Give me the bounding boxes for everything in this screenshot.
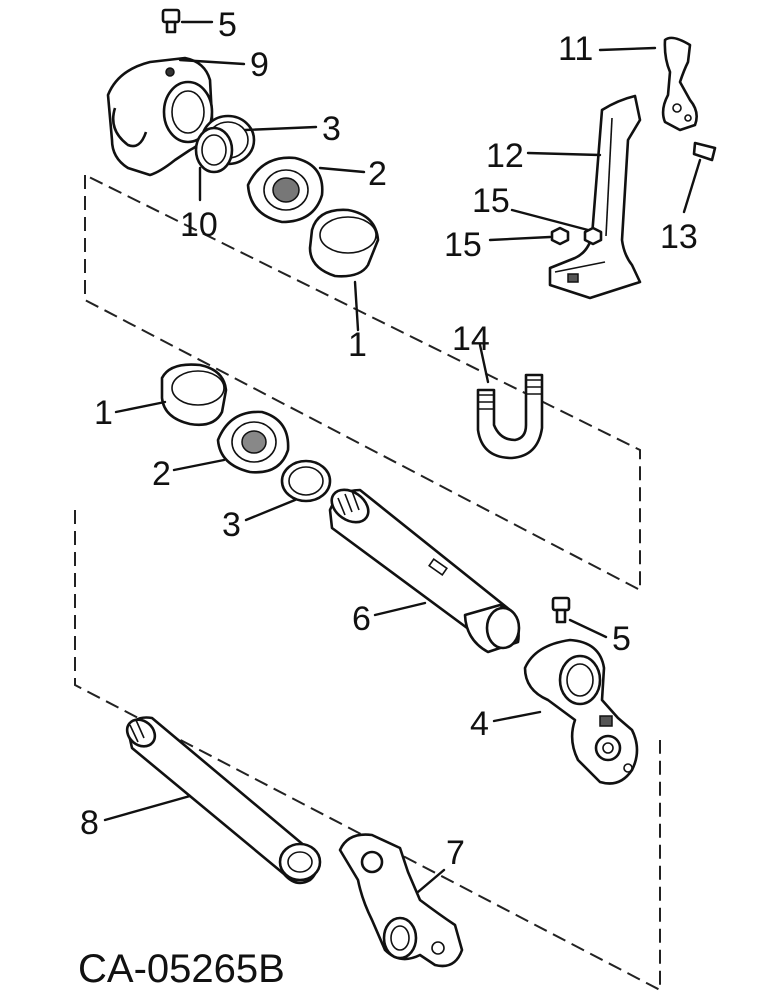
callout-3-upper: 3 [322,110,341,148]
callout-4: 4 [470,705,489,743]
part-6-shaft [328,488,521,654]
callout-12: 12 [486,137,524,175]
callout-15-lower: 15 [444,226,482,264]
callout-10: 10 [180,206,218,244]
callout-labels: 5 9 3 2 10 1 11 12 15 15 13 14 1 2 3 6 5… [80,6,698,872]
part-5-bolt-lower [551,596,571,624]
callout-13: 13 [660,218,698,256]
callout-8: 8 [80,804,99,842]
callout-14: 14 [452,320,490,358]
callout-15-upper: 15 [472,182,510,220]
part-9-arm-housing [106,56,214,177]
part-15-nuts [550,226,603,246]
part-10-seal [194,126,234,174]
part-8-shaft [125,716,322,885]
callout-2-lower: 2 [152,455,171,493]
callout-9: 9 [250,46,269,84]
part-4-lower-arm [523,638,639,785]
callout-11: 11 [558,30,593,68]
callout-1-lower: 1 [94,394,113,432]
part-3-ring-lower [280,459,332,503]
part-12-bracket [548,94,642,300]
part-5-bolt-top [161,8,181,34]
callout-1-upper: 1 [348,326,367,364]
part-11-lever [661,36,698,132]
part-2-washer-upper [246,156,324,224]
callout-5-top: 5 [218,6,237,44]
callout-3-lower: 3 [222,506,241,544]
leader-lines [103,20,702,894]
callout-7: 7 [446,834,465,872]
part-1-bushing-lower [160,363,228,427]
callout-5-lower: 5 [612,620,631,658]
callout-2-upper: 2 [368,155,387,193]
part-7-lever [338,833,464,968]
part-14-u-bolt [476,373,544,460]
part-13-pin [692,141,717,162]
callout-6: 6 [352,600,371,638]
part-2-washer-lower [216,410,290,474]
part-1-bushing-upper [308,208,380,278]
diagram-code: CA-05265B [78,947,285,991]
